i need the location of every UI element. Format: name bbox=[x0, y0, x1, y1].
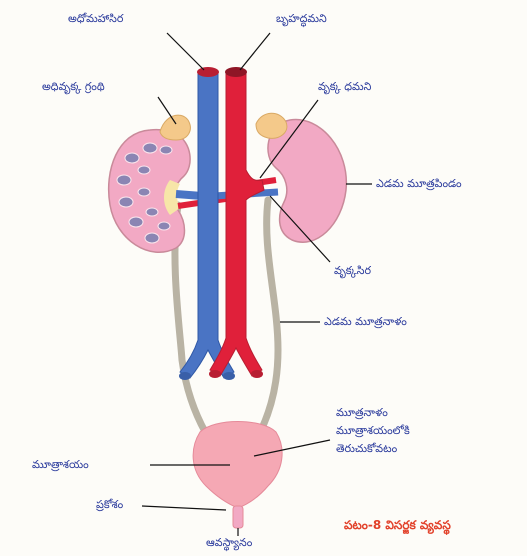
label-renal-vein: వృక్కసిర bbox=[334, 264, 371, 278]
figure-caption: పటం-8 విసర్జక వ్యవస్థ bbox=[344, 518, 451, 535]
label-inferior-vena-cava: అధోమహాసిర bbox=[68, 12, 123, 26]
label-left-ureter: ఎడమ మూత్రనాళం bbox=[324, 315, 407, 329]
label-renal-artery: వృక్క ధమని bbox=[318, 80, 371, 94]
aorta-top bbox=[225, 67, 247, 77]
label-adrenal-gland: అధివృక్క గ్రంథి bbox=[42, 80, 105, 94]
left-ureter bbox=[252, 200, 278, 448]
label-ureter-opening-2: మూత్రాశయంలోకి bbox=[336, 424, 410, 438]
left-adrenal-gland bbox=[256, 113, 287, 138]
leader-sphincter bbox=[142, 506, 226, 510]
left-kidney bbox=[268, 120, 346, 243]
leader-vena-cava bbox=[167, 33, 204, 70]
label-urinary-bladder: మూత్రాశయం bbox=[32, 458, 89, 472]
leader-aorta bbox=[240, 33, 270, 70]
label-ureter-opening-1: మూత్రనాళం bbox=[336, 406, 388, 420]
right-adrenal-gland bbox=[160, 115, 190, 140]
label-ureter-opening-3: తెరుచుకోవటం bbox=[336, 442, 397, 456]
label-urethra: ఆవస్థ్యానం bbox=[206, 536, 252, 550]
label-aorta: బృహద్ధమని bbox=[276, 12, 327, 26]
vena-cava-top bbox=[197, 67, 219, 77]
urethra-tube bbox=[233, 506, 243, 528]
label-sphincter: ప్రకోశం bbox=[96, 498, 123, 512]
label-left-kidney: ఎడమ మూత్రపిండం bbox=[376, 177, 462, 191]
